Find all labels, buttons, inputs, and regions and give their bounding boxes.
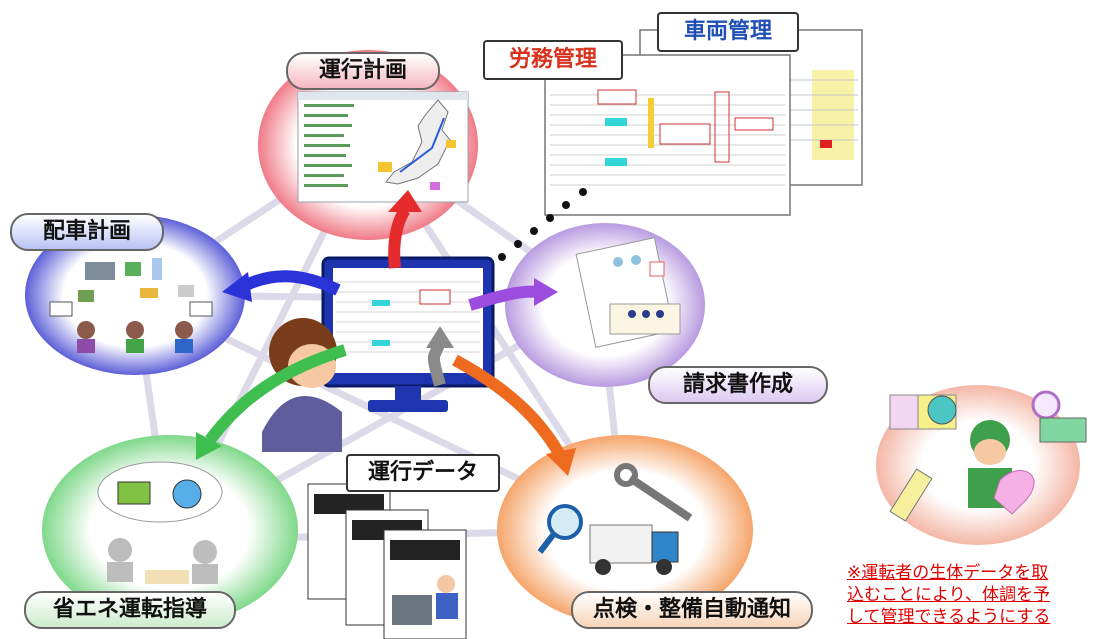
flow-arrows	[196, 190, 576, 476]
note-line-1: ※運転者の生体データを取	[847, 563, 1049, 583]
labor-document	[544, 54, 791, 216]
inspection-tools	[537, 463, 693, 575]
eco-scene	[97, 461, 223, 584]
operation-plan-label: 運行計画	[286, 52, 440, 90]
labor-management-title: 労務管理	[483, 40, 623, 80]
note-line-2: 込むことにより、体調を予	[847, 585, 1050, 605]
operation-data-label: 運行データ	[346, 454, 500, 492]
eco-driving-label: 省エネ運転指導	[24, 591, 236, 629]
dispatch-plan-label: 配車計画	[10, 213, 164, 251]
data-recorders	[307, 483, 467, 639]
invoice-label: 請求書作成	[648, 366, 828, 404]
invoice-papers	[575, 237, 681, 348]
vehicle-management-title: 車両管理	[657, 12, 799, 52]
dispatch-icons	[49, 258, 213, 353]
note-line-3: して管理できるようにする	[847, 607, 1051, 627]
health-icons	[889, 390, 1087, 522]
computer-monitor	[321, 256, 495, 412]
route-map-screenshot	[297, 91, 469, 203]
inspection-label: 点検・整備自動通知	[571, 591, 813, 629]
